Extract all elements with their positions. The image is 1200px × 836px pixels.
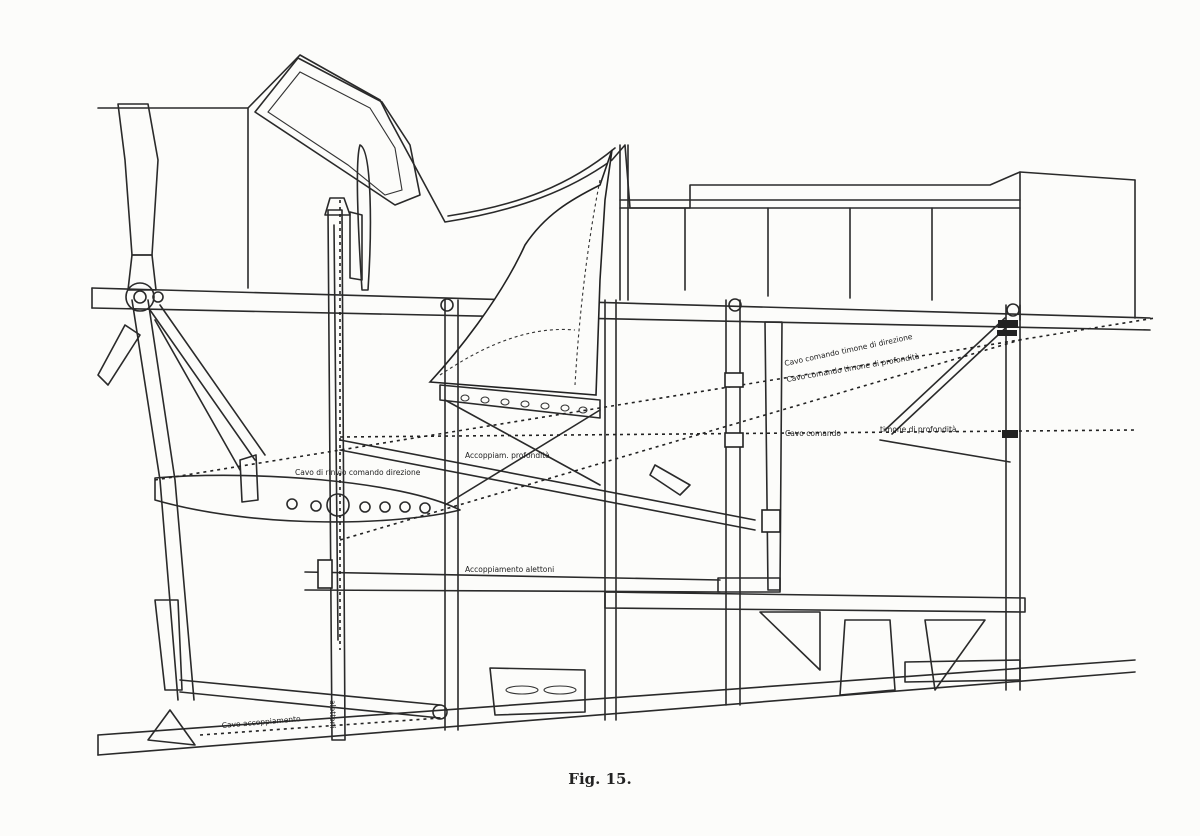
lower-frame: [604, 591, 1026, 696]
aileron-coupling-rod: [304, 571, 781, 593]
label-cavo-direzione-left: Cavo di rinvio comando direzione: [295, 468, 421, 477]
lower-longeron: [97, 659, 1136, 756]
rudder-bar: [154, 454, 461, 523]
upper-longeron: [91, 287, 1151, 331]
elevator-coupling-rod: [339, 439, 756, 531]
label-cavo-comando: Cavo comando: [785, 429, 841, 438]
label-accopp-profondita: Accoppiam. profondità: [465, 451, 550, 460]
label-timone-profondita: timone di profondità: [880, 425, 957, 434]
seat-holes: [460, 394, 588, 414]
label-cavo-accoppiamento: Cavo accoppiamento: [221, 714, 301, 730]
front-strut: [131, 299, 266, 701]
deck-rail: [619, 144, 1021, 301]
control-stick: [324, 144, 372, 741]
label-alettoni: alettoni: [328, 700, 337, 729]
control-cables: [154, 200, 1156, 736]
lower-strut: [147, 667, 586, 746]
figure-caption: Fig. 15.: [568, 770, 632, 788]
fittings: [317, 298, 1020, 589]
vertical-struts: [444, 299, 1021, 731]
propeller: [97, 103, 164, 386]
fuselage-upper-outline: [97, 54, 1136, 321]
rear-braces: [879, 317, 1013, 463]
label-accopp-alettoni: Accoppiamento alettoni: [465, 565, 554, 574]
pilot-seat: [428, 149, 613, 506]
